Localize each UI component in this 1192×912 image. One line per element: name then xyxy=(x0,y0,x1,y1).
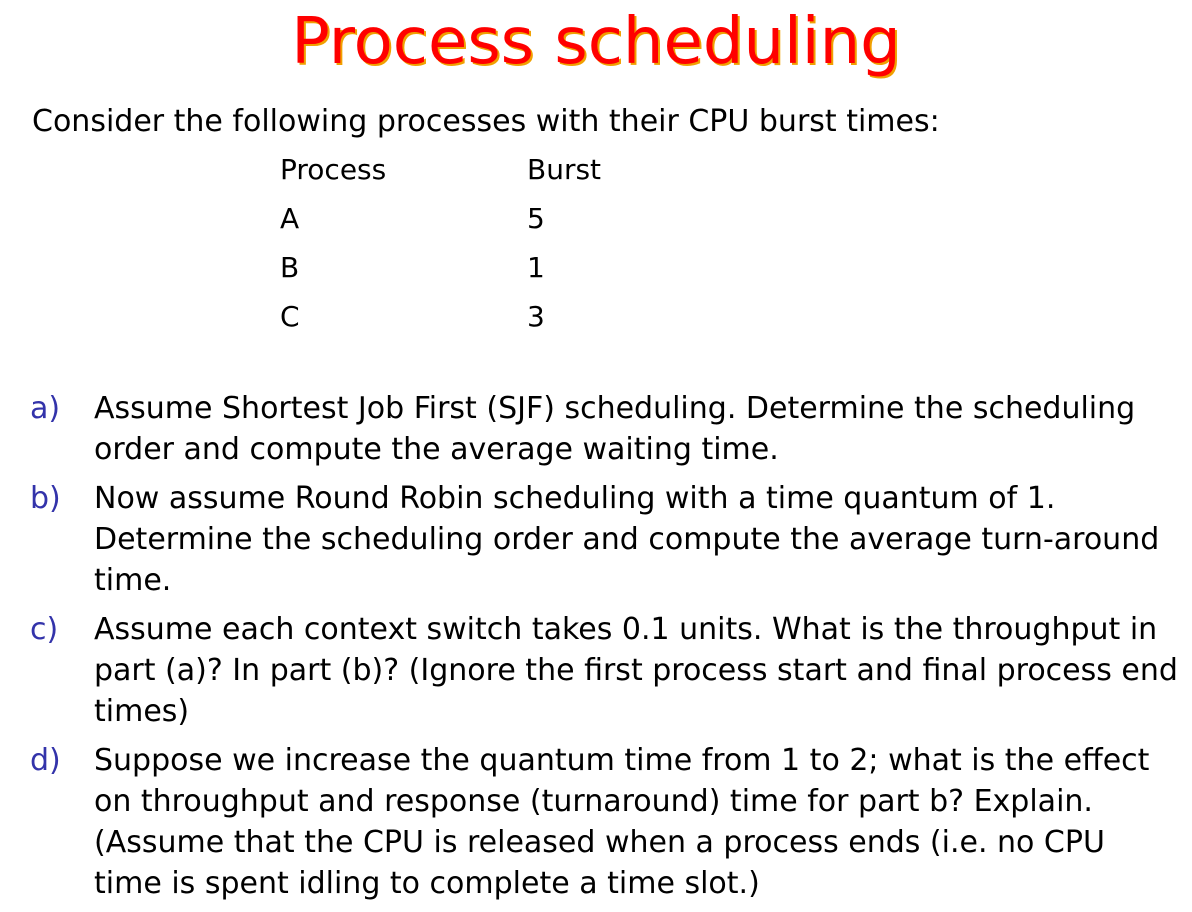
burst-value: 5 xyxy=(527,202,545,235)
question-text: Suppose we increase the quantum time fro… xyxy=(94,743,1150,901)
process-name: C xyxy=(280,300,300,333)
process-name: A xyxy=(280,202,300,235)
slide-title: Process scheduling xyxy=(291,5,901,79)
question-marker: d) xyxy=(30,743,61,778)
question-a: a) Assume Shortest Job First (SJF) sched… xyxy=(30,388,1180,470)
burst-value: 1 xyxy=(527,251,545,284)
question-d: d) Suppose we increase the quantum time … xyxy=(30,740,1180,904)
question-marker: b) xyxy=(30,481,61,516)
question-text: Now assume Round Robin scheduling with a… xyxy=(94,481,1160,598)
intro-text: Consider the following processes with th… xyxy=(32,104,940,139)
burst-column-header: Burst xyxy=(527,153,602,186)
process-column-header: Process xyxy=(280,153,387,186)
question-marker: c) xyxy=(30,612,59,647)
question-c: c) Assume each context switch takes 0.1 … xyxy=(30,609,1180,732)
question-b: b) Now assume Round Robin scheduling wit… xyxy=(30,478,1180,601)
process-table-header: Process Burst xyxy=(280,148,774,197)
burst-value: 3 xyxy=(527,300,545,333)
process-name: B xyxy=(280,251,300,284)
question-text: Assume Shortest Job First (SJF) scheduli… xyxy=(94,391,1136,467)
question-text: Assume each context switch takes 0.1 uni… xyxy=(94,612,1178,729)
question-marker: a) xyxy=(30,391,61,426)
question-list: a) Assume Shortest Job First (SJF) sched… xyxy=(30,388,1180,912)
